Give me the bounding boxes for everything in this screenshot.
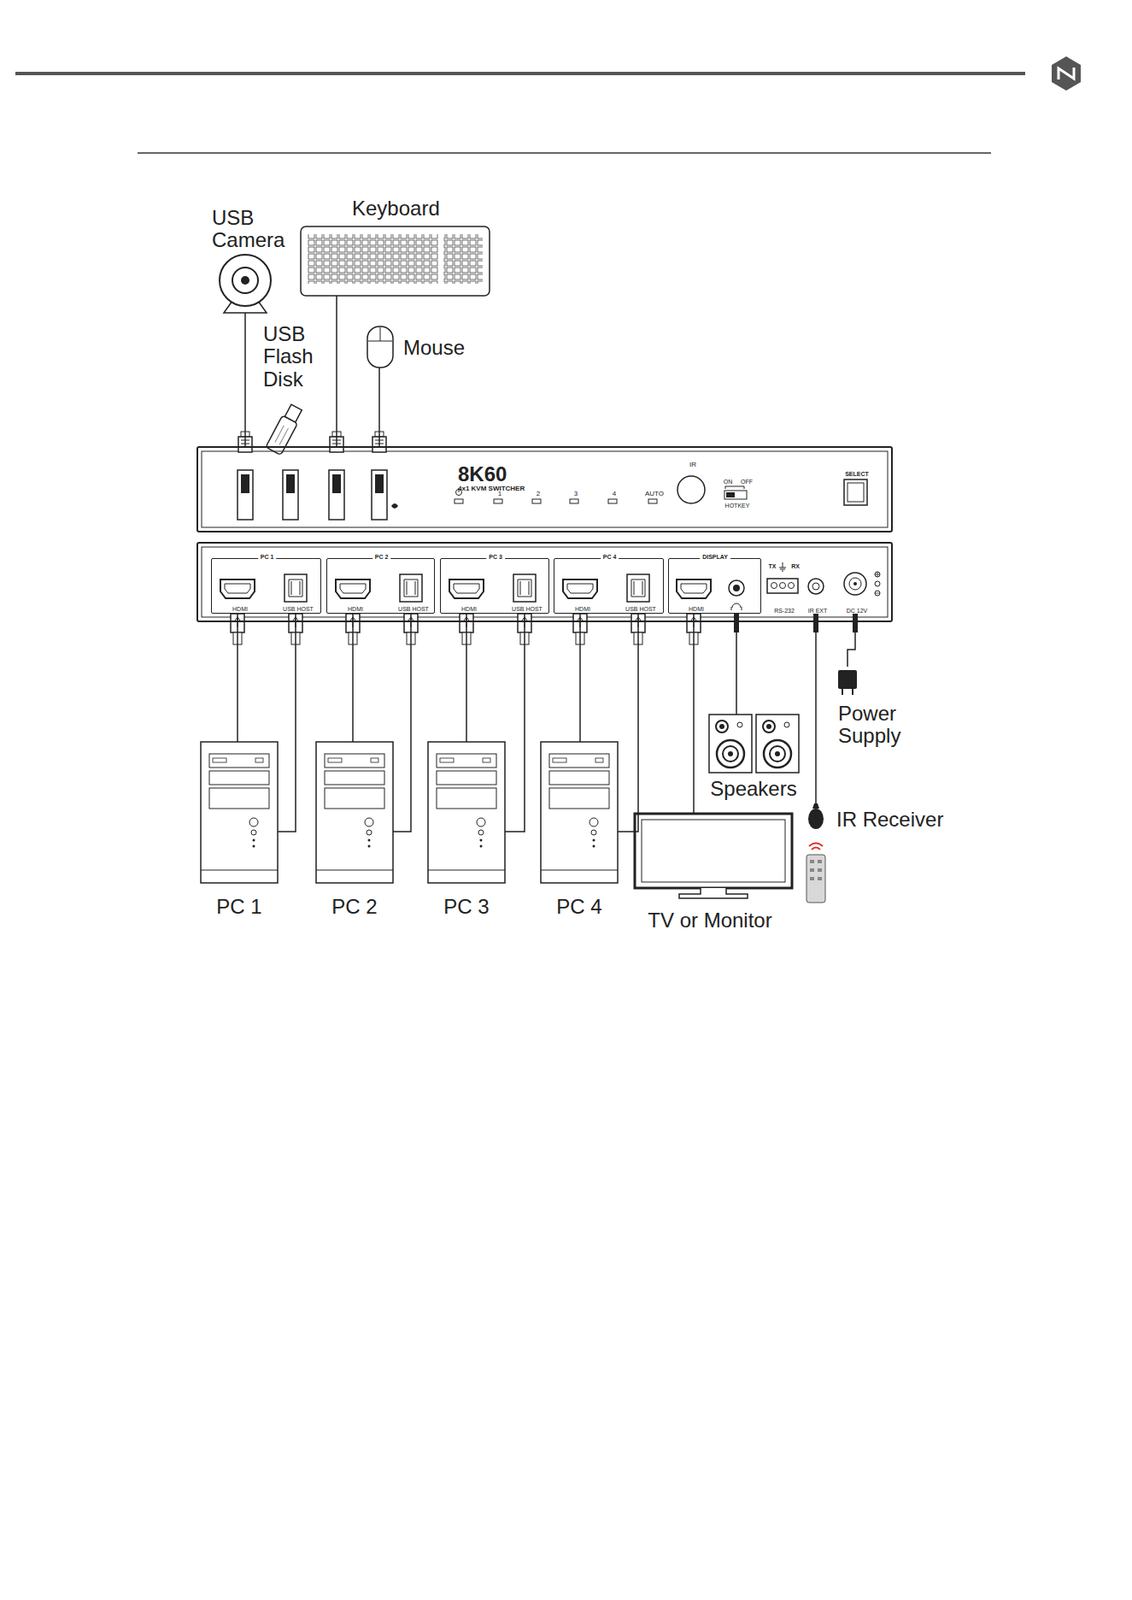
ir-receiver-icon: IR Receiver — [807, 803, 825, 831]
group-title: DISPLAY — [699, 553, 731, 561]
cable — [378, 367, 381, 446]
cable — [579, 613, 581, 742]
port-label: IR EXT — [808, 607, 828, 615]
port-group: PC 2HDMIUSB HOST — [326, 557, 435, 614]
group-title: PC 3 — [486, 553, 505, 561]
device-label: PC 1 — [216, 895, 262, 918]
device-label: Keyboard — [351, 197, 440, 220]
ir-window-label: IR — [689, 461, 697, 470]
port-label: USB HOST — [282, 605, 314, 613]
power-adapter-icon: Power Supply — [836, 666, 859, 696]
camera-icon: USB Camera — [219, 254, 271, 313]
cable — [735, 613, 738, 715]
device-label: PC 4 — [556, 895, 602, 918]
model-subtitle: 4x1 KVM SWITCHER — [457, 485, 525, 493]
cable — [465, 613, 468, 742]
model-name: 8K60 — [457, 463, 507, 486]
pin-name: TX — [768, 563, 777, 570]
switch-label: HOTKEY — [725, 502, 751, 510]
device-label: Power Supply — [838, 702, 924, 748]
led-label: 2 — [536, 490, 540, 499]
port-label: HDMI — [461, 605, 477, 613]
mouse-icon: Mouse — [367, 326, 393, 368]
port-group: PC 1HDMIUSB HOST — [211, 557, 322, 614]
port-label: HDMI — [688, 605, 704, 613]
device-label: PC 3 — [443, 895, 489, 918]
device-label: USB Flash Disk — [263, 322, 328, 391]
computer-icon: PC 4 — [540, 741, 618, 883]
cable — [277, 613, 296, 832]
cable — [351, 613, 354, 742]
keyboard-icon: Keyboard — [300, 226, 490, 296]
rear-panel: TX RX RS-232 IR EXT DC 12V PC 1 HDMI USB HOST PC… — [196, 541, 893, 622]
switch-label: ON — [723, 478, 734, 486]
computer-icon: PC 2 — [316, 741, 393, 883]
port-label: HDMI — [232, 605, 248, 613]
cable — [692, 613, 695, 814]
port-label: HDMI — [574, 605, 591, 613]
switch-label: OFF — [740, 478, 753, 486]
port-group: DISPLAYHDMI — [668, 557, 762, 614]
device-label: IR Receiver — [836, 808, 944, 831]
port-group: PC 3HDMIUSB HOST — [439, 557, 550, 614]
port-label: DC 12V — [846, 607, 869, 615]
device-label: Mouse — [403, 336, 465, 359]
port-group: PC 4HDMIUSB HOST — [553, 557, 664, 614]
computer-icon: PC 3 — [428, 741, 505, 883]
device-label: PC 2 — [331, 895, 377, 918]
cable — [815, 621, 817, 804]
button-label: SELECT — [844, 470, 869, 478]
port-label: HDMI — [347, 605, 364, 613]
led-label: 4 — [612, 490, 616, 499]
port-label: USB HOST — [398, 605, 429, 613]
pin-name: RX — [791, 563, 800, 570]
monitor-icon: TV or Monitor — [634, 813, 792, 898]
group-title: PC 1 — [258, 553, 277, 561]
speakers-icon: Speakers — [709, 714, 799, 773]
cable — [392, 613, 411, 832]
device-label: USB Camera — [211, 206, 298, 253]
group-title: PC 2 — [372, 553, 392, 561]
cable — [244, 312, 247, 446]
cable — [236, 613, 239, 742]
cable — [847, 621, 856, 667]
computer-icon: PC 1 — [200, 741, 278, 883]
led-label: 3 — [574, 490, 578, 499]
cable — [504, 613, 525, 832]
port-label: USB HOST — [511, 605, 543, 613]
device-label: TV or Monitor — [647, 909, 772, 932]
cable — [335, 295, 338, 446]
device-label: Speakers — [709, 777, 797, 800]
led-label: 1 — [498, 490, 502, 499]
group-title: PC 4 — [600, 553, 620, 561]
front-panel: 8K604x1 KVM SWITCHER1 2 3 4 AUTO IR ON OFF HOTKE… — [196, 445, 893, 533]
port-label: USB HOST — [625, 605, 657, 613]
port-label: RS-232 — [774, 607, 795, 615]
led-label: AUTO — [645, 490, 664, 499]
cable — [617, 613, 639, 832]
